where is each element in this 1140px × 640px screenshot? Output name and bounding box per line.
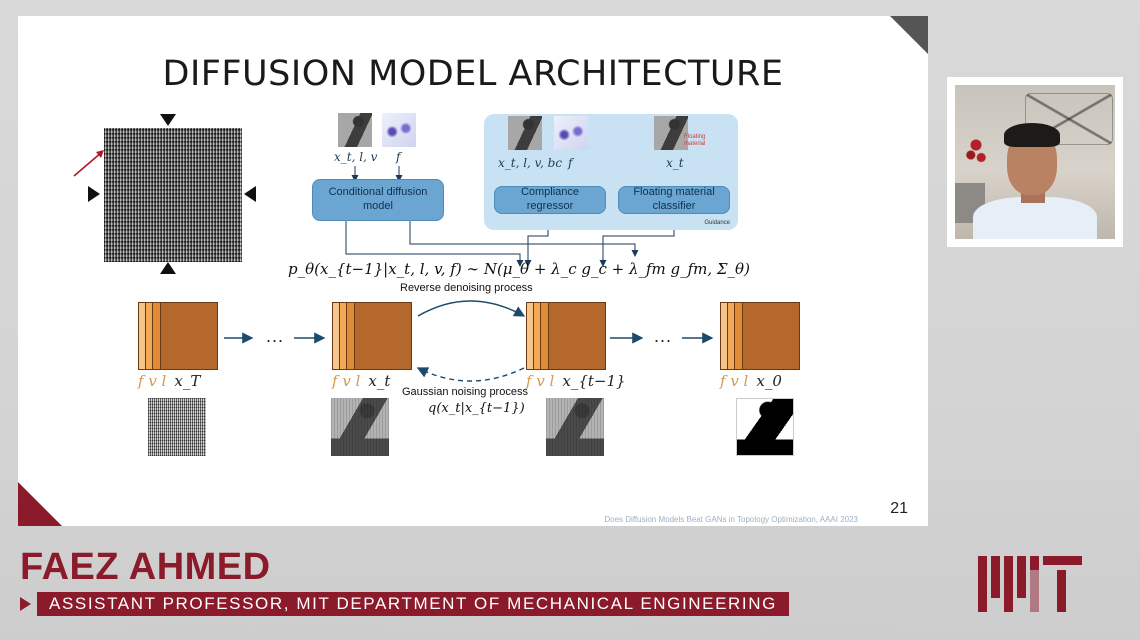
presenter-role-bar: ASSISTANT PROFESSOR, MIT DEPARTMENT OF M… (20, 592, 789, 616)
webcam-video (955, 85, 1115, 239)
conditional-diffusion-model-box: Conditional diffusion model (312, 179, 444, 221)
support-marker-top (160, 114, 176, 126)
plant (963, 125, 989, 175)
reverse-step-equation: p_θ(x_{t−1}|x_t, l, v, f) ∼ N(μ_θ + λ_c … (288, 260, 750, 278)
structure-thumbnail (338, 113, 372, 147)
model-inputs-label: x_t, l, v (334, 150, 378, 164)
guidance-label: Guidance (704, 220, 730, 226)
presenter-role: ASSISTANT PROFESSOR, MIT DEPARTMENT OF M… (37, 592, 789, 616)
compliance-inputs-label: x_t, l, v, bc (498, 156, 563, 170)
mit-logo (978, 556, 1082, 612)
compliance-field-label: f (568, 156, 573, 170)
slide-citation: Does Diffusion Models Beat GANs in Topol… (604, 515, 858, 524)
support-marker-left (88, 186, 100, 202)
sample-xt-image (331, 398, 389, 456)
stack-xt (332, 302, 414, 372)
sample-xt-minus-1-image (546, 398, 604, 456)
floating-structure-thumbnail (654, 116, 688, 150)
guidance-field-thumbnail (554, 116, 588, 150)
presenter-name: FAEZ AHMED (20, 546, 271, 588)
model-field-label: f (396, 150, 401, 164)
stack-xt-minus-1 (526, 302, 608, 372)
sample-x0-image (736, 398, 794, 456)
ellipsis-right: ... (654, 326, 673, 346)
presenter-hair (1004, 123, 1060, 147)
floating-material-classifier-box: Floating material classifier (618, 186, 730, 214)
slide-corner-bottom-left (18, 482, 62, 526)
support-marker-bottom (160, 262, 176, 274)
compliance-regressor-box: Compliance regressor (494, 186, 606, 214)
slide: DIFFUSION MODEL ARCHITECTURE (18, 16, 928, 526)
forward-process-formula: q(x_t|x_{t−1}) (428, 401, 525, 416)
slide-corner-top-right (890, 16, 928, 54)
floating-input-label: x_t (666, 156, 684, 170)
presenter-shirt (973, 197, 1097, 239)
guidance-structure-thumbnail (508, 116, 542, 150)
slide-title: DIFFUSION MODEL ARCHITECTURE (162, 54, 784, 94)
load-arrow-icon (73, 150, 104, 177)
support-marker-right (244, 186, 256, 202)
reverse-process-label: Reverse denoising process (400, 282, 533, 294)
presenter-webcam (947, 77, 1123, 247)
field-thumbnail (382, 113, 416, 147)
sample-xT-image (148, 398, 206, 456)
play-icon (20, 597, 31, 611)
stack-xT (138, 302, 220, 372)
floating-material-tag: Floating material (684, 134, 706, 147)
ellipsis-left: ... (266, 326, 285, 346)
stack-x0 (720, 302, 802, 372)
design-domain-noise (104, 128, 242, 262)
guidance-panel: Floating material x_t, l, v, bc f x_t Co… (484, 114, 738, 230)
forward-process-label: Gaussian noising process (402, 386, 528, 398)
slide-number: 21 (890, 500, 908, 517)
